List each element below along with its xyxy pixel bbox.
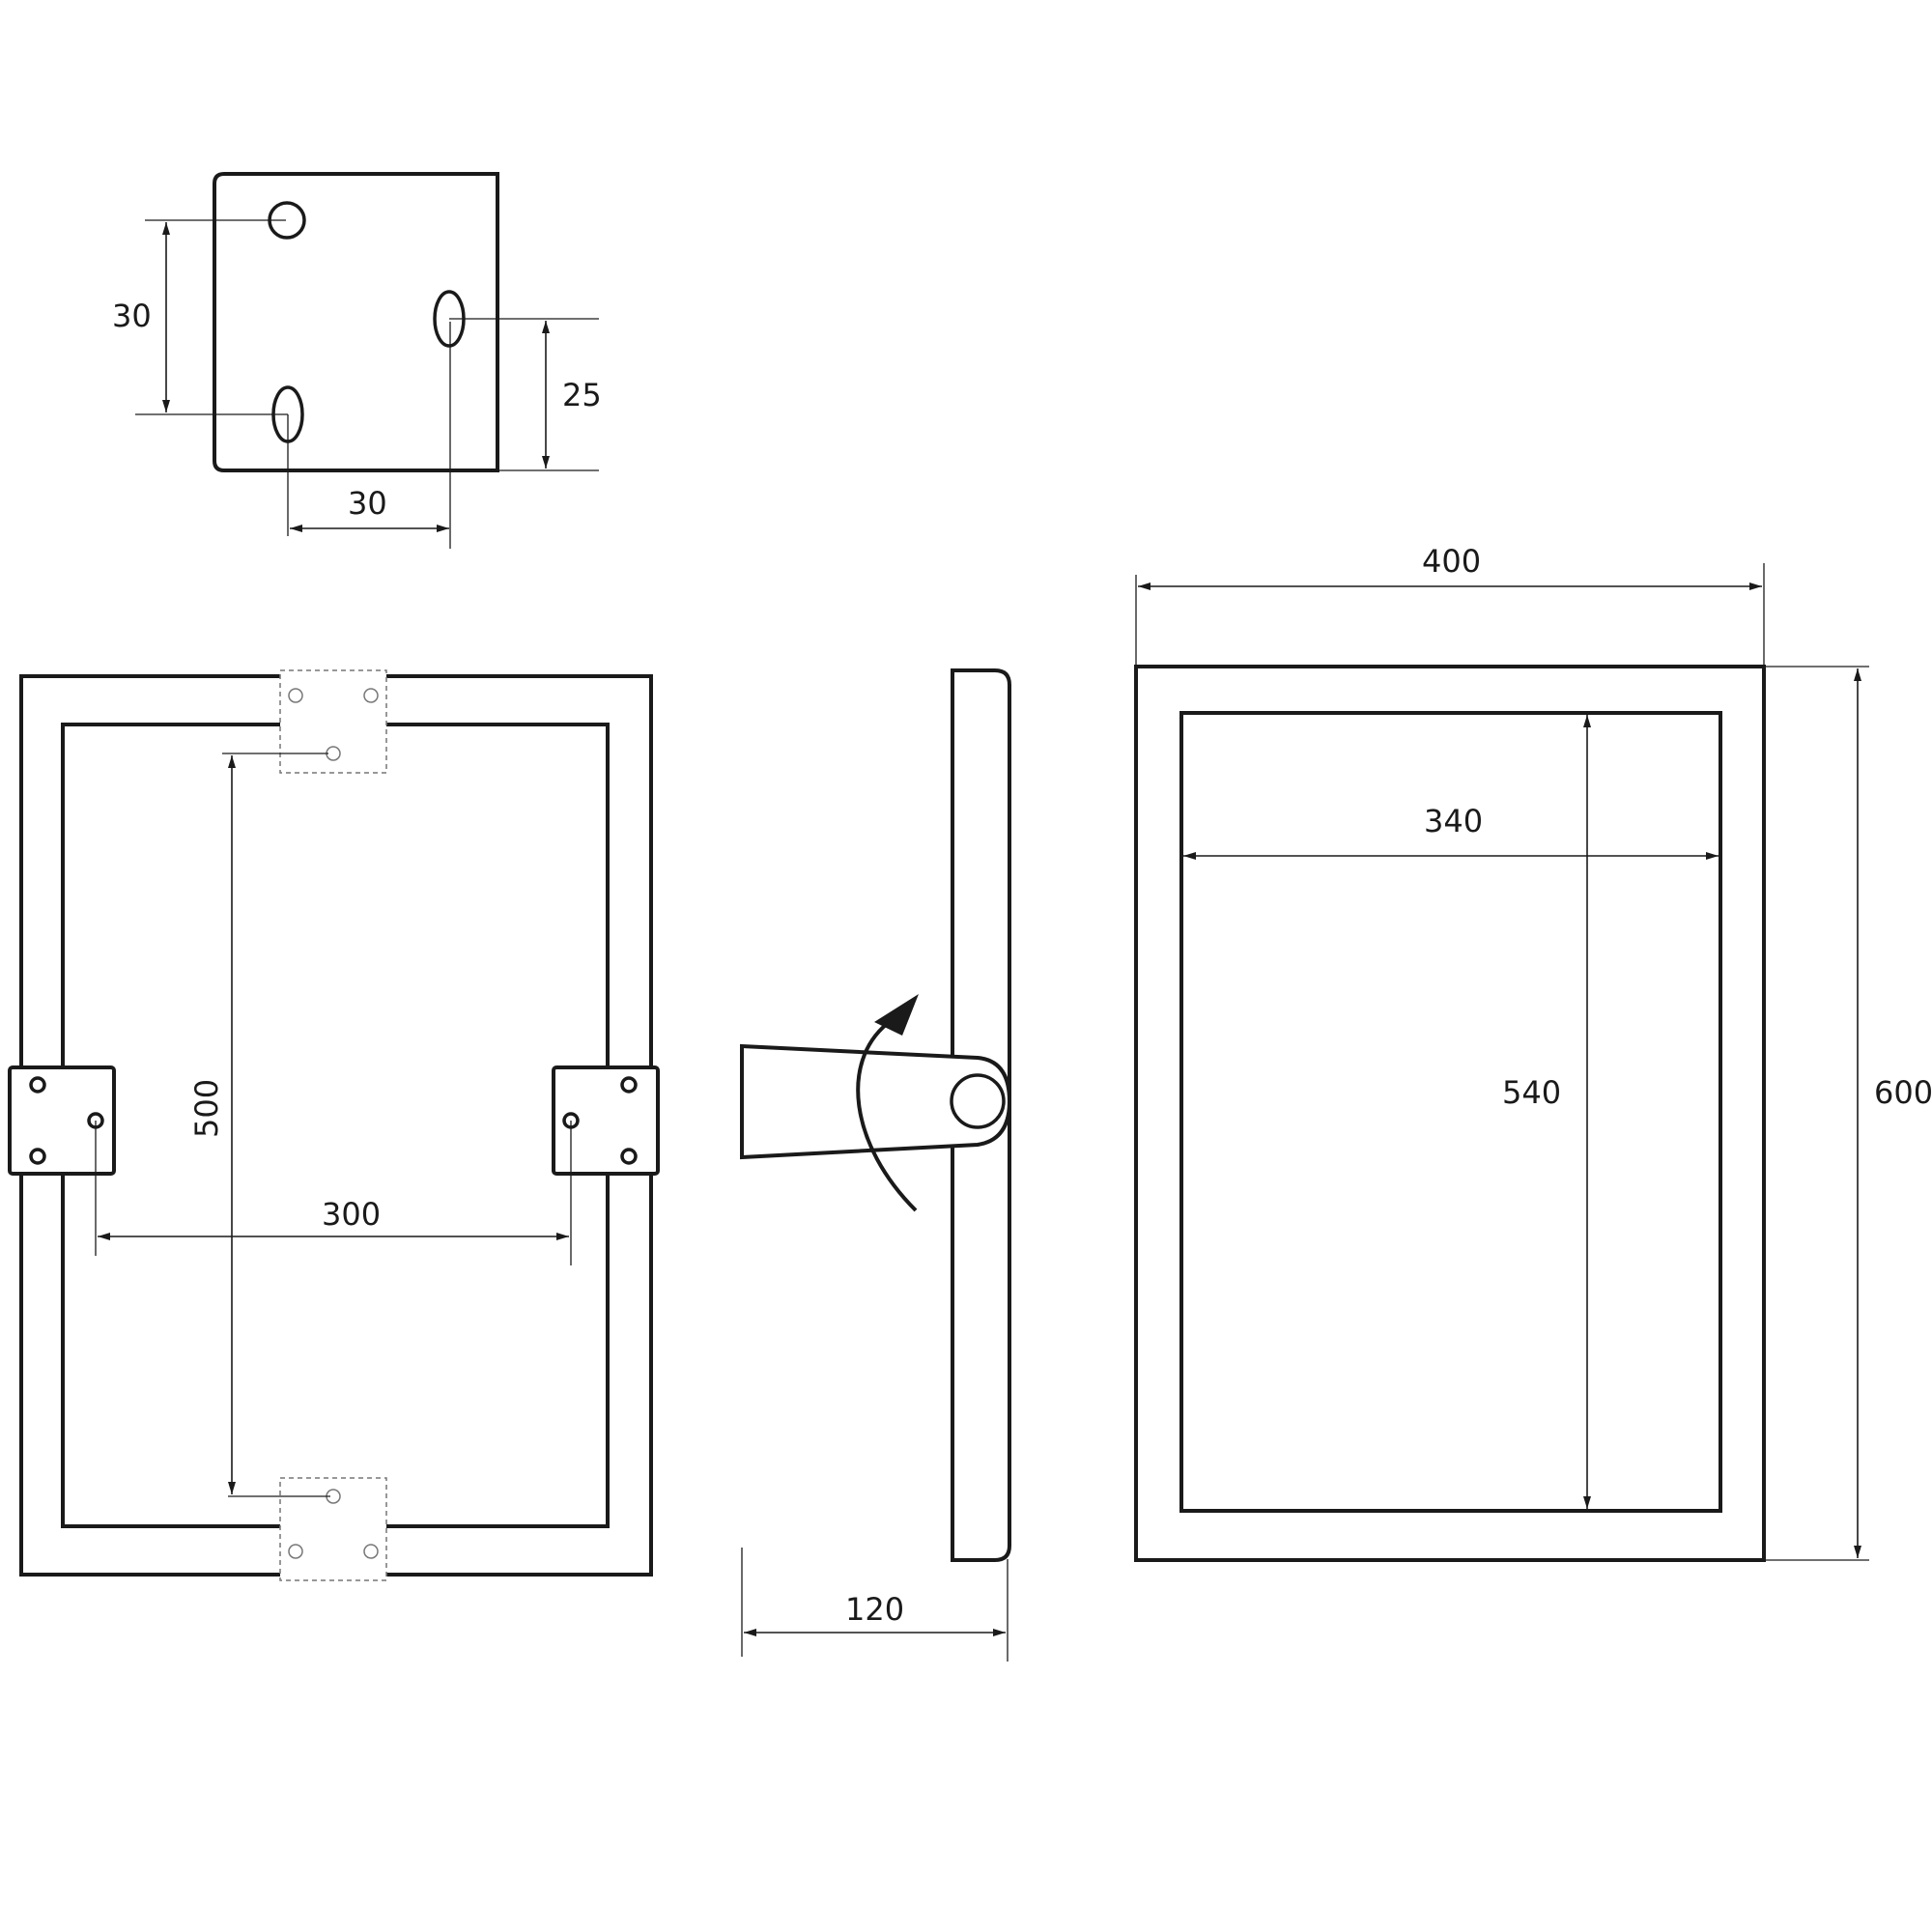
rear-frame-inner	[61, 723, 610, 1528]
dimension-label: 300	[322, 1196, 381, 1233]
hidden-hole	[288, 1544, 303, 1559]
bottom-hidden-plate-outline	[279, 1477, 387, 1581]
mounting-plate-detail: 30 25 30	[112, 172, 602, 549]
curved-rotation-arrow-icon	[856, 1022, 918, 1212]
bracket-hole	[620, 1076, 638, 1094]
top-hidden-plate	[280, 670, 386, 773]
rotation-arrow-head	[874, 994, 919, 1036]
front-view: 400 340 540 600	[1134, 543, 1932, 1562]
top-hidden-plate-outline	[279, 669, 387, 774]
dimension-label: 120	[845, 1591, 904, 1628]
dimension-label: 30	[112, 298, 152, 334]
dimension-label: 30	[348, 485, 387, 522]
left-bracket	[8, 1065, 116, 1176]
dimension-label: 400	[1422, 543, 1481, 580]
right-bracket	[552, 1065, 660, 1176]
mounting-plate	[213, 172, 499, 472]
wall-arm	[740, 1043, 1012, 1160]
side-view: 120	[740, 668, 1012, 1662]
dimension-label: 25	[562, 377, 602, 413]
bracket-hole	[29, 1148, 46, 1165]
front-frame-inner	[1179, 711, 1722, 1513]
dimension-label: 340	[1424, 803, 1483, 839]
dimension-label: 500	[188, 1079, 225, 1138]
bottom-hidden-plate	[280, 1478, 386, 1580]
front-frame-outer	[1134, 665, 1766, 1562]
dimension-label: 540	[1502, 1074, 1561, 1111]
hidden-hole	[363, 688, 379, 703]
bracket-hole	[29, 1076, 46, 1094]
bracket-hole	[620, 1148, 638, 1165]
hidden-hole	[288, 688, 303, 703]
pivot-joint	[950, 1073, 1006, 1129]
rear-view: 500 300	[8, 669, 660, 1581]
hidden-hole	[363, 1544, 379, 1559]
dimension-label: 600	[1874, 1074, 1932, 1111]
